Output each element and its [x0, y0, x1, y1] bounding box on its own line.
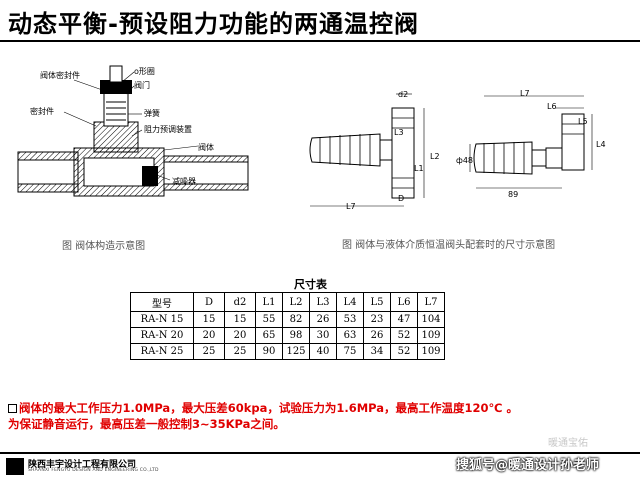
table-cell: 26 — [363, 327, 391, 344]
table-cell: 75 — [336, 343, 364, 360]
valve-construction-drawing — [17, 65, 249, 197]
dim-l2: L2 — [430, 152, 440, 161]
table-cell: 25 — [193, 343, 225, 360]
dim-l6: L6 — [547, 102, 557, 111]
col-header-d: D — [193, 292, 225, 312]
dim-l3: L3 — [394, 128, 404, 137]
table-cell: 34 — [363, 343, 391, 360]
table-cell: 20 — [224, 327, 256, 344]
table-cell: 52 — [390, 327, 418, 344]
col-header-d2: d2 — [224, 292, 256, 312]
valve-dimension-drawing-straight — [309, 93, 425, 207]
dim-l7-right: L7 — [520, 89, 530, 98]
dim-l7-left: L7 — [346, 202, 356, 211]
table-cell: 47 — [390, 311, 418, 328]
dim-89: 89 — [508, 190, 519, 199]
dim-d2: d2 — [398, 90, 409, 99]
label-noise-reducer: 减噪器 — [172, 177, 196, 186]
dim-l4: L4 — [596, 140, 606, 149]
faint-watermark: 暖通宝佑 — [548, 438, 588, 449]
title-divider — [0, 40, 640, 42]
table-cell: 15 — [193, 311, 225, 328]
col-header-l2: L2 — [282, 292, 310, 312]
figure2-caption: 图 阀体与液体介质恒温阀头配套时的尺寸示意图 — [342, 240, 556, 251]
table-cell: 109 — [417, 343, 445, 360]
footer-divider — [0, 452, 640, 454]
table-title: 尺寸表 — [294, 278, 327, 291]
table-cell: 65 — [255, 327, 283, 344]
table-cell: 55 — [255, 311, 283, 328]
table-cell: 90 — [255, 343, 283, 360]
table-cell: 53 — [336, 311, 364, 328]
col-header-model: 型号 — [130, 292, 194, 312]
table-cell: 23 — [363, 311, 391, 328]
label-valve-seal: 阀体密封件 — [40, 71, 80, 80]
company-name: 陕西丰宇设计工程有限公司 — [28, 460, 137, 470]
col-header-l5: L5 — [363, 292, 391, 312]
table-cell: 125 — [282, 343, 310, 360]
figure1-caption: 图 阀体构造示意图 — [62, 241, 146, 252]
table-cell: 25 — [224, 343, 256, 360]
table-cell: 40 — [309, 343, 337, 360]
dimension-table: 型号 D d2 L1 L2 L3 L4 L5 L6 L7 RA-N 15 15 … — [130, 292, 445, 360]
label-valve-body: 阀体 — [198, 143, 214, 152]
spec-note-line1: 阀体的最大工作压力1.0MPa，最大压差60kpa，试验压力为1.6MPa，最高… — [19, 401, 518, 415]
dim-l5: L5 — [578, 117, 588, 126]
table-cell: 104 — [417, 311, 445, 328]
col-header-l1: L1 — [255, 292, 283, 312]
table-row: RA-N 20 20 20 65 98 30 63 26 52 109 — [130, 327, 445, 344]
table-row: RA-N 25 25 25 90 125 40 75 34 52 109 — [130, 343, 445, 360]
table-cell: 15 — [224, 311, 256, 328]
checkbox-bullet-icon — [8, 404, 17, 413]
table-cell: 30 — [309, 327, 337, 344]
label-spring: 弹簧 — [144, 109, 160, 118]
page-title: 动态平衡-预设阻力功能的两通温控阀 — [8, 10, 419, 38]
col-header-l7: L7 — [417, 292, 445, 312]
col-header-l3: L3 — [309, 292, 337, 312]
table-header-row: 型号 D d2 L1 L2 L3 L4 L5 L6 L7 — [130, 292, 445, 312]
table-cell: RA-N 25 — [130, 343, 194, 360]
dim-phi48: ф48 — [456, 156, 474, 165]
spec-note: 阀体的最大工作压力1.0MPa，最大压差60kpa，试验压力为1.6MPa，最高… — [8, 400, 638, 432]
sohu-watermark: 搜狐号@暖通设计孙老师 — [456, 458, 600, 473]
label-o-ring: o形圈 — [134, 67, 155, 76]
company-logo-icon — [6, 458, 24, 475]
table-cell: 109 — [417, 327, 445, 344]
dim-d: D — [398, 194, 405, 203]
dim-l1: L1 — [414, 164, 424, 173]
label-seal: 密封件 — [30, 107, 54, 116]
table-cell: 52 — [390, 343, 418, 360]
col-header-l6: L6 — [390, 292, 418, 312]
table-cell: 63 — [336, 327, 364, 344]
valve-dimension-drawing-angle — [469, 95, 593, 189]
company-name-en: SHAANXI FENGYU DESIGN AND ENGINEERING CO… — [28, 468, 159, 473]
table-cell: 26 — [309, 311, 337, 328]
table-cell: 82 — [282, 311, 310, 328]
table-cell: 20 — [193, 327, 225, 344]
table-cell: RA-N 15 — [130, 311, 194, 328]
table-row: RA-N 15 15 15 55 82 26 53 23 47 104 — [130, 311, 445, 328]
col-header-l4: L4 — [336, 292, 364, 312]
label-presetting-device: 阻力预调装置 — [144, 125, 192, 134]
spec-note-line2: 为保证静音运行，最高压差一般控制3~35KPa之间。 — [8, 417, 285, 431]
table-cell: 98 — [282, 327, 310, 344]
label-valve: 阀门 — [134, 81, 150, 90]
table-cell: RA-N 20 — [130, 327, 194, 344]
